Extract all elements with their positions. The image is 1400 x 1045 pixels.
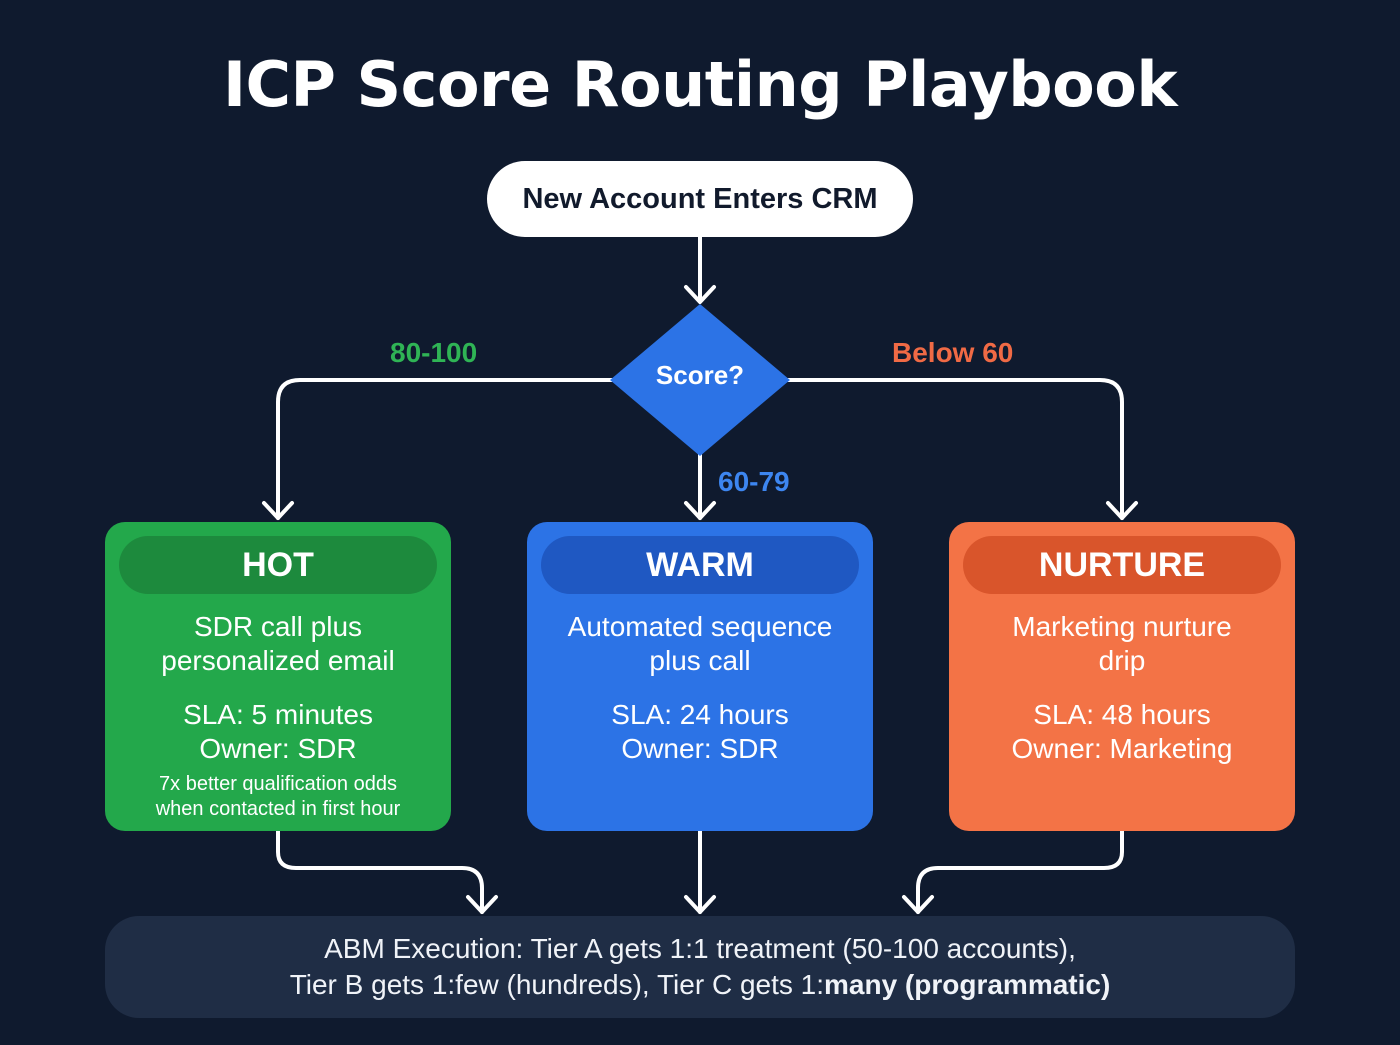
decision-diamond: [610, 304, 790, 456]
connector-nurture-to-abm: [916, 829, 1124, 914]
start-node: New Account Enters CRM: [487, 161, 913, 237]
arrowhead-hot: [262, 501, 294, 520]
card-sla-hot: SLA: 5 minutes: [183, 699, 373, 730]
arrowhead-abm-center: [684, 895, 716, 914]
card-action-warm: Automated sequence plus call: [567, 611, 833, 676]
tier-title-warm: WARM: [541, 536, 859, 594]
abm-line-2: Tier B gets 1:few (hundreds), Tier C get…: [290, 967, 1111, 1003]
branch-label-hot: 80-100: [390, 337, 478, 368]
card-action-hot: SDR call plus personalized email: [161, 611, 395, 676]
card-warm: WARM Automated sequence plus call SLA: 2…: [527, 522, 873, 831]
card-owner-nurture: Owner: Marketing: [1011, 733, 1233, 764]
tier-title-nurture: NURTURE: [963, 536, 1281, 594]
connector-to-nurture: [786, 378, 1124, 520]
branch-label-nurture: Below 60: [892, 337, 1014, 368]
card-sla-nurture: SLA: 48 hours: [1033, 699, 1211, 730]
card-nurture: NURTURE Marketing nurture drip SLA: 48 h…: [949, 522, 1295, 831]
arrowhead-warm: [684, 501, 716, 520]
arrowhead-nurture: [1106, 501, 1138, 520]
connector-to-hot: [276, 378, 614, 520]
decision-label: Score?: [655, 360, 745, 390]
page-title: ICP Score Routing Playbook: [222, 48, 1178, 121]
card-note-hot: 7x better qualification odds when contac…: [155, 773, 401, 820]
card-hot: HOT SDR call plus personalized email SLA…: [105, 522, 451, 831]
connector-hot-to-abm: [276, 829, 484, 914]
arrowhead-abm-right: [902, 895, 934, 914]
arrowhead-abm-left: [466, 895, 498, 914]
card-owner-warm: Owner: SDR: [621, 733, 779, 764]
abm-line-2-bold: many (programmatic): [824, 969, 1111, 1000]
abm-line-2-regular: Tier B gets 1:few (hundreds), Tier C get…: [289, 969, 824, 1000]
arrowhead-decision: [684, 285, 716, 304]
tier-title-hot: HOT: [119, 536, 437, 594]
abm-line-1: ABM Execution: Tier A gets 1:1 treatment…: [324, 933, 1076, 964]
card-owner-hot: Owner: SDR: [199, 733, 357, 764]
abm-execution-box: ABM Execution: Tier A gets 1:1 treatment…: [105, 916, 1295, 1018]
card-sla-warm: SLA: 24 hours: [611, 699, 789, 730]
branch-label-warm: 60-79: [718, 466, 790, 497]
card-action-nurture: Marketing nurture drip: [1012, 611, 1232, 676]
